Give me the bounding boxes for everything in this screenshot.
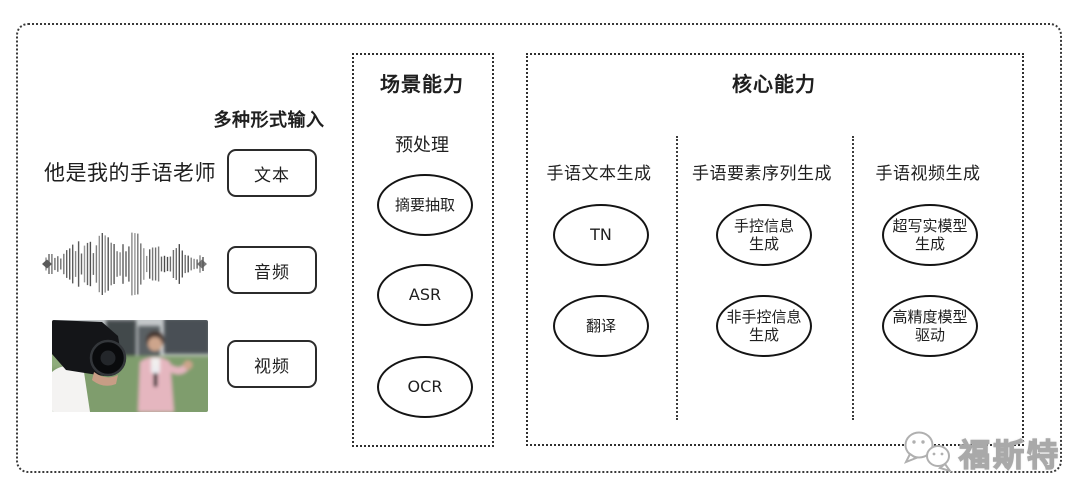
outer-dotted-frame xyxy=(16,23,1062,473)
input-type-text-label: 文本 xyxy=(254,165,290,186)
asr-node: ASR xyxy=(377,264,473,326)
sample-sentence-text: 他是我的手语老师 xyxy=(44,161,216,185)
chat-bubbles-logo-icon xyxy=(903,431,953,473)
input-type-audio-label: 音频 xyxy=(254,262,290,283)
summary-extraction-node: 摘要抽取 xyxy=(377,174,473,236)
core-capability-title: 核心能力 xyxy=(732,72,816,96)
video-thumbnail xyxy=(52,320,208,412)
input-type-text-box: 文本 xyxy=(227,149,317,197)
watermark: 福斯特 xyxy=(901,427,1061,477)
input-type-video-label: 视频 xyxy=(254,356,290,377)
preprocessing-label: 预处理 xyxy=(395,135,449,156)
scene-capability-box xyxy=(352,53,494,447)
input-type-audio-box: 音频 xyxy=(227,246,317,294)
non-manual-feature-generation-node: 非手控信息 生成 xyxy=(716,295,812,357)
watermark-text: 福斯特 xyxy=(958,437,1061,474)
column-divider-2 xyxy=(852,136,854,420)
core-capability-box xyxy=(526,53,1024,446)
column-divider-1 xyxy=(676,136,678,420)
scene-capability-title: 场景能力 xyxy=(380,72,464,96)
input-type-video-box: 视频 xyxy=(227,340,317,388)
column-header-sign-text: 手语文本生成 xyxy=(546,164,652,184)
translation-node: 翻译 xyxy=(553,295,649,357)
high-precision-model-drive-node: 高精度模型 驱动 xyxy=(882,295,978,357)
reporter-photo-image xyxy=(52,320,208,412)
hyperrealistic-model-generation-node: 超写实模型 生成 xyxy=(882,204,978,266)
manual-feature-generation-node: 手控信息 生成 xyxy=(716,204,812,266)
audio-waveform-icon xyxy=(42,232,207,296)
tn-node: TN xyxy=(553,204,649,266)
ocr-node: OCR xyxy=(377,356,473,418)
input-section-title: 多种形式输入 xyxy=(213,110,325,131)
column-header-sign-element-sequence: 手语要素序列生成 xyxy=(692,164,832,184)
column-header-sign-video: 手语视频生成 xyxy=(875,164,981,184)
